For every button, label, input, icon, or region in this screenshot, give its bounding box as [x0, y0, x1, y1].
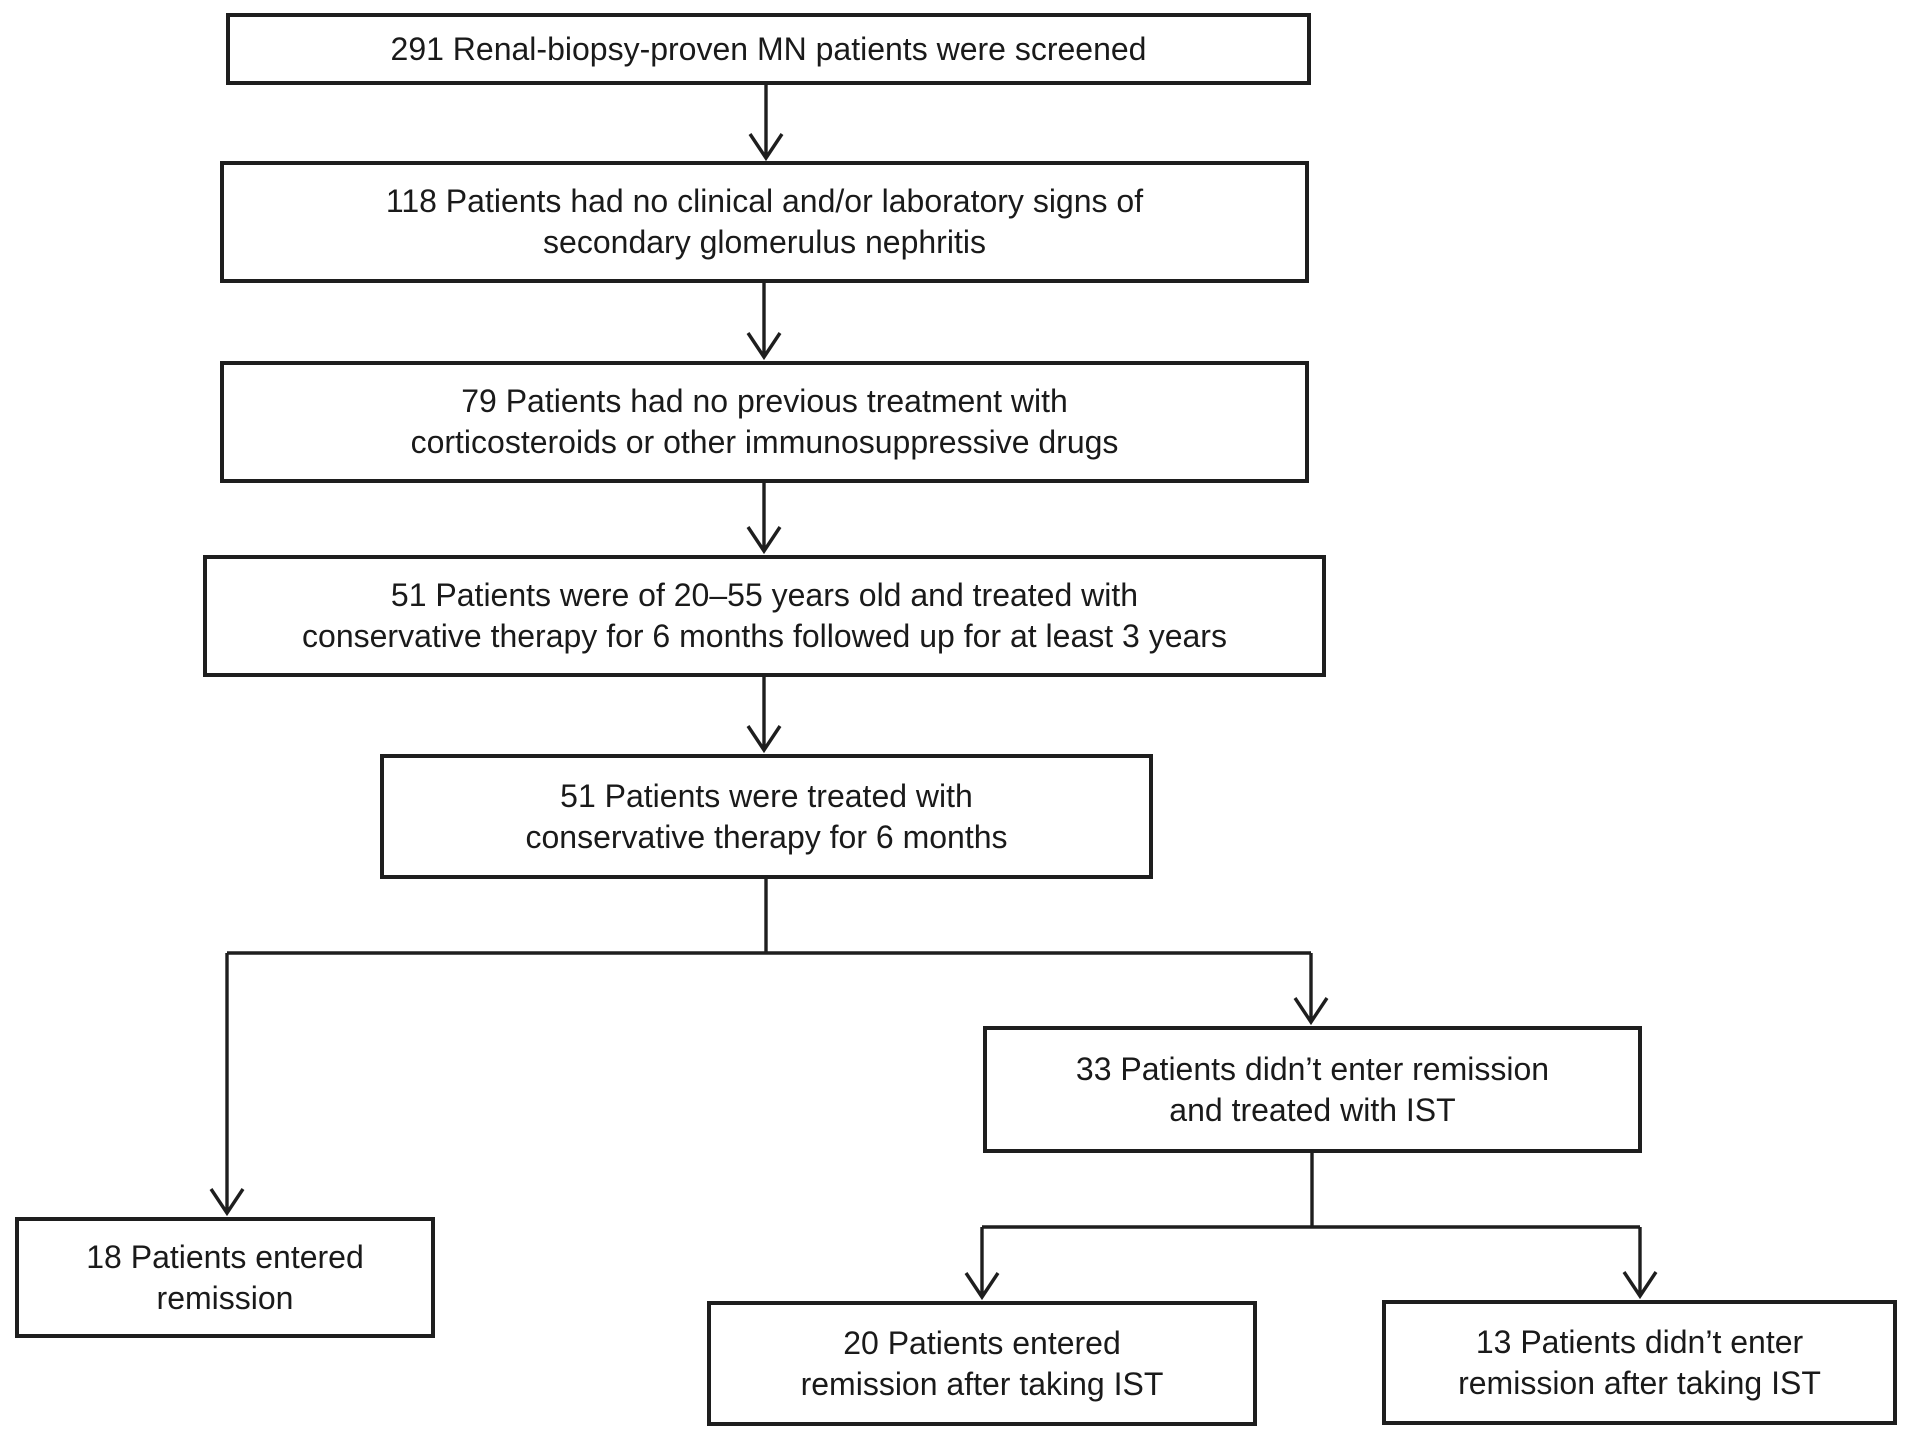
split-ist-branch: [982, 1153, 1640, 1229]
node-no-remission-ist: 33 Patients didn’t enter remission and t…: [983, 1026, 1642, 1153]
node-remission-after-ist: 20 Patients entered remission after taki…: [707, 1301, 1257, 1426]
arrow-no-previous-to-age-criteria: [746, 483, 782, 555]
node-age-criteria-label: 51 Patients were of 20–55 years old and …: [302, 577, 1227, 654]
arrow-to-entered-remission: [209, 953, 245, 1217]
arrow-screened-to-no-secondary: [748, 85, 784, 162]
arrow-to-no-remission-after-ist: [1622, 1227, 1658, 1300]
arrow-to-no-remission-ist: [1293, 953, 1329, 1026]
node-remission-after-ist-label: 20 Patients entered remission after taki…: [800, 1324, 1164, 1402]
arrow-age-criteria-to-conservative: [746, 677, 782, 754]
node-screened: 291 Renal-biopsy-proven MN patients were…: [226, 13, 1311, 85]
node-no-remission-after-ist-label: 13 Patients didn’t enter remission after…: [1458, 1323, 1821, 1401]
node-no-secondary-signs: 118 Patients had no clinical and/or labo…: [220, 161, 1309, 283]
split-conservative-branch: [227, 879, 1311, 955]
node-age-criteria: 51 Patients were of 20–55 years old and …: [203, 555, 1326, 677]
node-entered-remission-label: 18 Patients entered remission: [86, 1238, 364, 1316]
node-no-remission-ist-label: 33 Patients didn’t enter remission and t…: [1075, 1050, 1550, 1128]
node-no-previous-treatment: 79 Patients had no previous treatment wi…: [220, 361, 1309, 483]
node-conservative-therapy-label: 51 Patients were treated with conservati…: [525, 777, 1008, 855]
node-conservative-therapy: 51 Patients were treated with conservati…: [380, 754, 1153, 879]
node-no-previous-treatment-label: 79 Patients had no previous treatment wi…: [410, 383, 1119, 460]
node-no-secondary-signs-label: 118 Patients had no clinical and/or labo…: [385, 183, 1144, 260]
arrow-no-secondary-to-no-previous: [746, 283, 782, 361]
node-entered-remission: 18 Patients entered remission: [15, 1217, 435, 1338]
arrow-to-remission-after-ist: [964, 1227, 1000, 1301]
node-screened-label: 291 Renal-biopsy-proven MN patients were…: [390, 30, 1147, 67]
node-no-remission-after-ist: 13 Patients didn’t enter remission after…: [1382, 1300, 1897, 1425]
